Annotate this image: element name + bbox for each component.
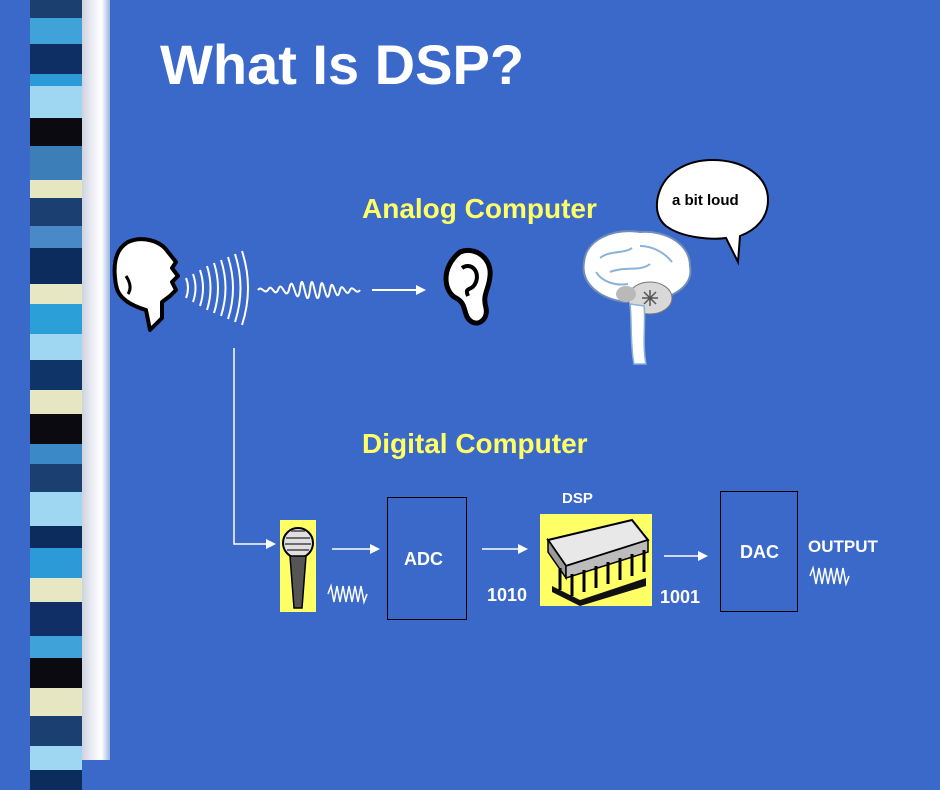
slide-title: What Is DSP?	[160, 33, 525, 96]
speaking-head-icon	[112, 237, 180, 332]
arrow-to-ear	[372, 285, 426, 295]
dsp-label: DSP	[562, 490, 593, 507]
analog-waveform	[257, 281, 361, 299]
ear-icon	[443, 248, 493, 326]
arrow-to-adc	[332, 544, 380, 554]
adc-label: ADC	[404, 549, 443, 569]
bits-in-label: 1010	[487, 585, 528, 605]
input-waveform	[327, 583, 368, 605]
dac-box	[720, 491, 798, 612]
speech-bubble-text: a bit loud	[672, 192, 739, 209]
brain-icon	[582, 230, 692, 365]
arrow-to-dsp	[482, 544, 528, 554]
adc-box	[387, 497, 467, 620]
analog-heading: Analog Computer	[362, 193, 597, 224]
speech-bubble	[655, 158, 770, 266]
arrow-to-dac	[664, 551, 708, 561]
strip-shadow	[82, 0, 110, 760]
dac-label: DAC	[740, 542, 779, 562]
bits-out-label: 1001	[660, 587, 701, 607]
dsp-chip-icon	[540, 514, 652, 606]
connector-line	[233, 348, 276, 549]
output-label: OUTPUT	[808, 537, 878, 556]
decorative-color-strip	[30, 0, 82, 790]
sound-wave-arcs	[185, 250, 249, 326]
diagram-art	[112, 158, 850, 612]
output-waveform	[809, 565, 850, 587]
microphone-icon	[280, 520, 316, 612]
digital-heading: Digital Computer	[362, 428, 588, 459]
